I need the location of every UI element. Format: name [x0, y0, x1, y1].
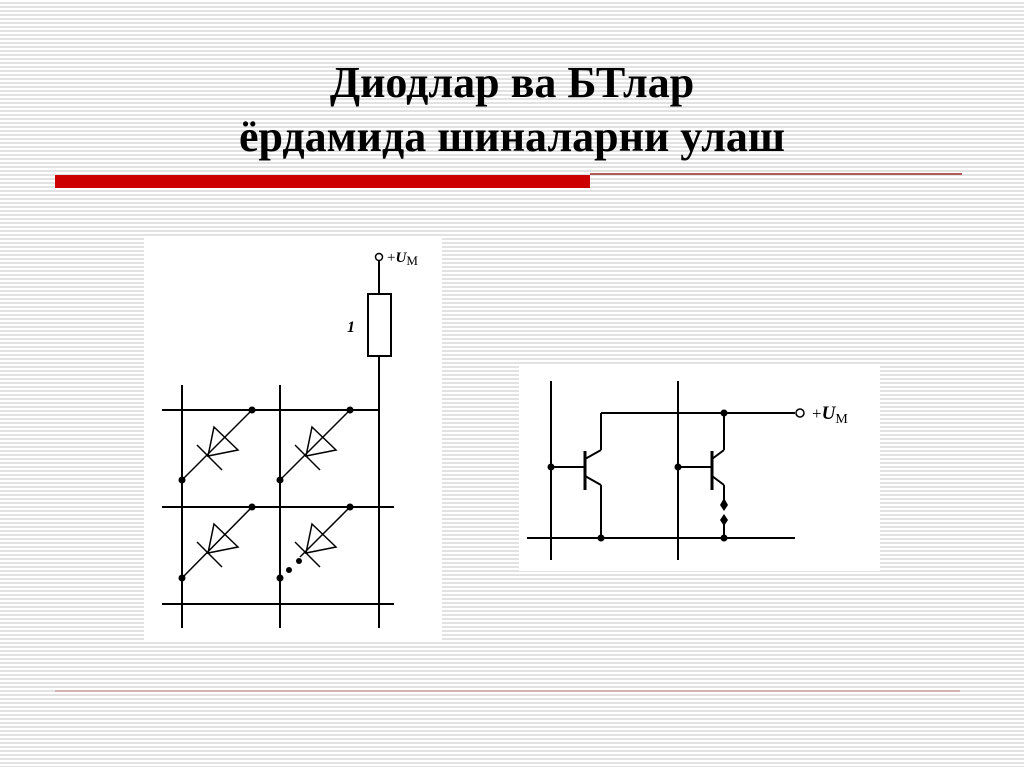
footer-divider [55, 690, 960, 692]
title-line-2: ёрдамида шиналарни улаш [238, 112, 786, 161]
title-accent-bar [55, 175, 590, 188]
title-line-1: Диодлар ва БТлар [329, 58, 695, 107]
diode-matrix-schematic: +UM 1 [162, 250, 418, 628]
transistor-bus-schematic: +UM [527, 381, 848, 560]
supply-label: +UM [812, 403, 848, 427]
title-accent-line [590, 173, 962, 175]
supply-label: +UM [387, 250, 418, 268]
diode-matrix-diagram: +UM 1 [144, 236, 442, 640]
slide-title: Диодлар ва БТлар ёрдамида шиналарни улаш [0, 56, 1024, 164]
resistor-label: 1 [347, 319, 355, 336]
transistor-bus-diagram: +UM [519, 364, 880, 571]
resistor-icon [367, 293, 392, 357]
supply-terminal-icon [374, 252, 384, 262]
supply-terminal-icon [795, 408, 805, 418]
